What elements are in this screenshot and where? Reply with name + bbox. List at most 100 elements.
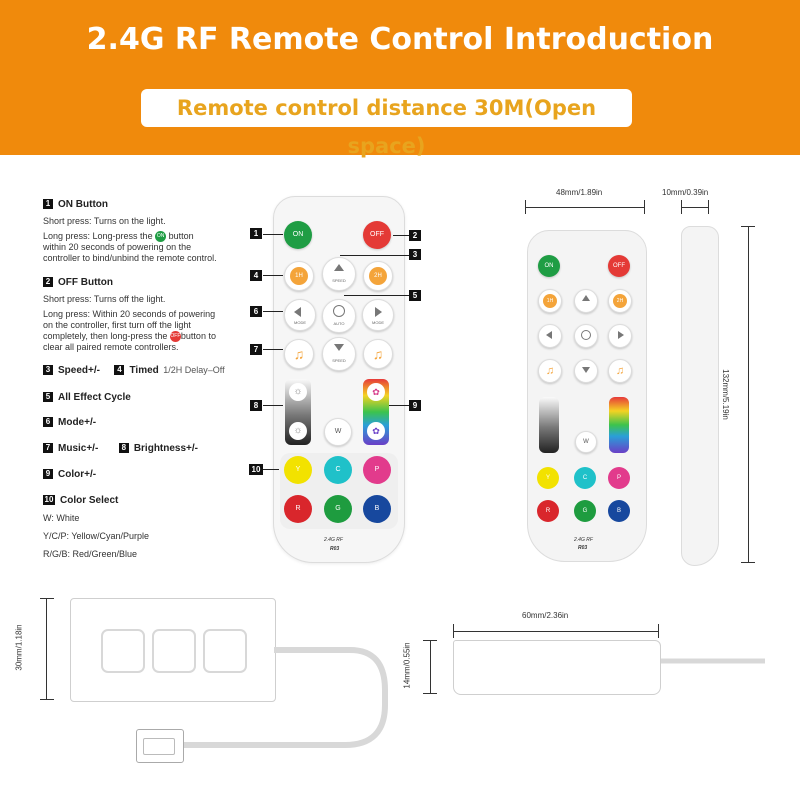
remote-large: ON OFF 1H SPEED 2H MODE AUTO MODE ♫ SPEE… [273,196,405,563]
small-blue-button: B [608,500,630,522]
dim-line [40,699,54,700]
music-minus-button[interactable]: ♫ [284,339,314,369]
music-note-icon: ♫ [545,365,555,377]
on-button[interactable]: ON [284,221,312,249]
speed-down-button[interactable]: SPEED [322,337,356,371]
callout-6: 6 [250,306,262,317]
dim-line [741,226,755,227]
triangle-up-icon [582,295,590,301]
music-plus-button[interactable]: ♫ [363,339,393,369]
cycle-icon [333,305,345,317]
dim-line [430,640,431,693]
auto-button[interactable]: AUTO [322,299,356,333]
callout-line [263,469,279,470]
callout-line [263,311,283,312]
callout-3: 3 [409,249,421,260]
timer-1h-button[interactable]: 1H [284,261,314,291]
red-button[interactable]: R [284,495,312,523]
green-button[interactable]: G [324,495,352,523]
mode-minus-button[interactable]: MODE [284,299,316,331]
mode-plus-button[interactable]: MODE [362,299,394,331]
small-brand-label: 2.4G RF [574,537,593,543]
header-banner: 2.4G RF Remote Control Introduction Remo… [0,0,800,158]
callout-line [393,235,409,236]
dim-line [453,631,659,632]
small-purple-button: P [608,467,630,489]
dim-line [423,640,437,641]
dim-line [453,624,454,638]
small-2h-button: 2H [608,289,632,313]
dim-line [681,200,682,214]
dim-line [46,598,47,700]
distance-subtitle: Remote control distance 30M(Open space) [141,89,632,158]
dim-line [525,207,645,208]
cycle-icon [581,330,591,340]
purple-button[interactable]: P [363,456,391,484]
small-on-button: ON [538,255,560,277]
color-up-icon[interactable]: ✿ [367,383,385,401]
triangle-left-icon [546,331,552,339]
callout-line [344,295,409,296]
callout-line [263,349,283,350]
callout-line [263,234,283,235]
callout-9: 9 [409,400,421,411]
on-badge-icon: ON [155,231,167,243]
timer-2h-button[interactable]: 2H [363,261,393,291]
triangle-down-icon [582,367,590,373]
callout-7: 7 [250,344,262,355]
blue-button[interactable]: B [363,495,391,523]
small-1h-button: 1H [538,289,562,313]
small-brightness-slider [539,397,559,453]
callout-2: 2 [409,230,421,241]
small-green-button: G [574,500,596,522]
triangle-right-icon [618,331,624,339]
small-off-button: OFF [608,255,630,277]
brightness-slider[interactable]: ☼ ☼ [285,379,311,445]
callout-line [340,255,409,256]
triangle-right-icon [375,307,382,317]
model-label: R03 [330,546,340,552]
brand-label: 2.4G RF [324,537,343,543]
dim-width: 48mm/1.89in [556,188,603,197]
off-button[interactable]: OFF [363,221,391,249]
white-button[interactable]: W [324,418,352,446]
yellow-button[interactable]: Y [284,456,312,484]
cyan-button[interactable]: C [324,456,352,484]
small-speed-up-button [574,289,598,313]
remote-small: ON OFF 1H 2H ♫ ♫ W Y C P R G B 2.4G RF R… [527,230,647,562]
triangle-down-icon [334,344,344,351]
triangle-left-icon [294,307,301,317]
controller-profile [453,640,661,695]
brightness-down-icon[interactable]: ☼ [289,422,307,440]
small-red-button: R [537,500,559,522]
connector-plug [136,729,184,763]
dim-line [708,200,709,214]
small-model-label: R03 [578,545,588,551]
small-music-plus-button: ♫ [608,359,632,383]
music-note-icon: ♫ [293,346,305,362]
music-note-icon: ♫ [372,346,384,362]
dim-line [681,207,709,208]
dim-line [40,598,54,599]
callout-line [389,405,409,406]
dim-line [658,624,659,638]
small-music-minus-button: ♫ [538,359,562,383]
speed-up-button[interactable]: SPEED [322,257,356,291]
callout-1: 1 [250,228,262,239]
controller-key-s [101,629,145,673]
color-slider[interactable]: ✿ ✿ [363,379,389,445]
dim-line [423,693,437,694]
color-down-icon[interactable]: ✿ [367,422,385,440]
dim-thickness: 10mm/0.39in [662,188,709,197]
callout-10: 10 [249,464,263,475]
triangle-up-icon [334,264,344,271]
controller-key-m [203,629,247,673]
controller-key-c [152,629,196,673]
dim-line [644,200,645,214]
music-note-icon: ♫ [615,365,625,377]
brightness-up-icon[interactable]: ☼ [289,383,307,401]
